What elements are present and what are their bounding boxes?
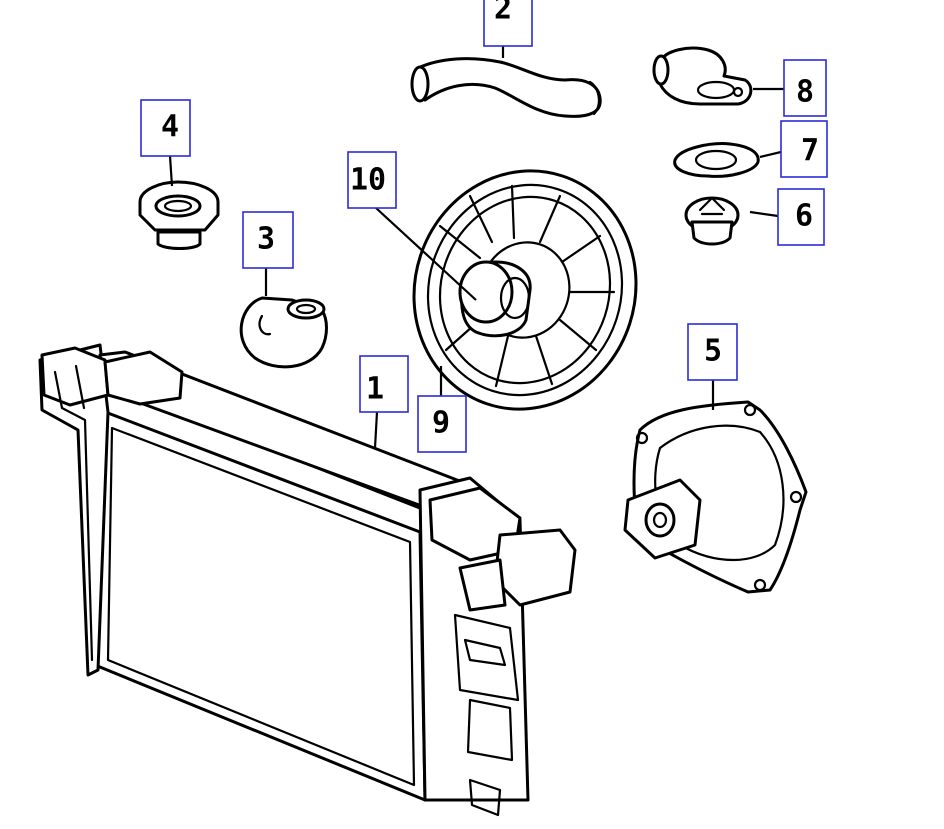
callout-7: 7 (780, 120, 828, 178)
thermostat-housing-part (652, 46, 753, 106)
callout-9: 9 (417, 395, 467, 453)
callout-label: 6 (795, 199, 813, 234)
leader-lines (168, 46, 784, 449)
callout-label: 1 (366, 372, 384, 407)
water-pump-part (623, 400, 808, 594)
callout-8: 8 (783, 59, 827, 117)
callout-label: 10 (350, 163, 386, 198)
radiator-cap-part (138, 180, 220, 250)
thermostat-part (684, 196, 740, 246)
radiator-part (38, 343, 577, 817)
upper-hose-part (410, 57, 602, 118)
callout-6: 6 (777, 188, 825, 246)
callout-1: 1 (359, 355, 409, 413)
fan-hub-part (458, 260, 532, 338)
callout-label: 8 (796, 75, 814, 110)
callout-5: 5 (687, 323, 738, 381)
callout-label: 7 (801, 134, 819, 169)
callout-4: 4 (140, 99, 191, 157)
callout-2: 2 (483, 0, 533, 47)
callout-label: 4 (161, 110, 179, 145)
callout-label: 9 (432, 406, 450, 441)
fan-pulley-part (412, 169, 638, 411)
hose-elbow-part (239, 296, 328, 369)
callout-10: 10 (347, 151, 397, 209)
callout-3: 3 (242, 211, 294, 269)
callout-label: 2 (494, 0, 512, 27)
gasket-part (673, 142, 760, 178)
callout-label: 3 (257, 222, 275, 257)
callout-label: 5 (704, 334, 722, 369)
